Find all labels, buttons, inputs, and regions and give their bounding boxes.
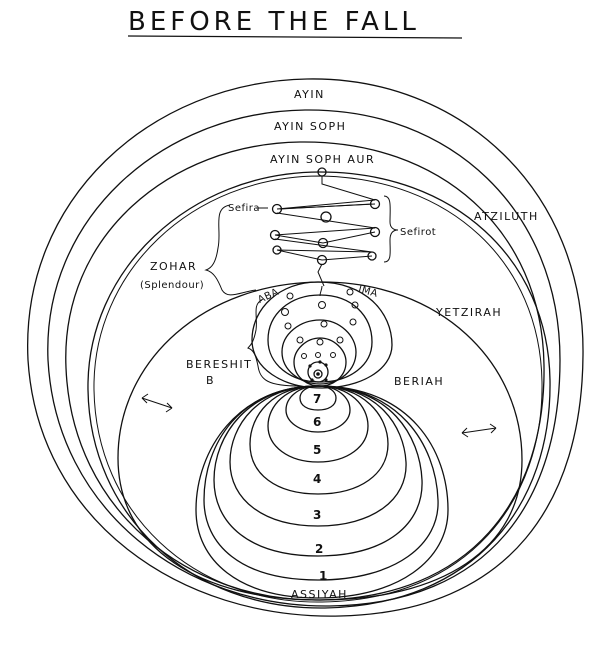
yetzirah-circle <box>117 281 523 601</box>
left-right-arrow-icon <box>461 423 497 438</box>
ayin-soph-loop <box>47 109 561 607</box>
level-4: 4 <box>313 472 321 486</box>
level-7: 7 <box>313 392 321 406</box>
bereshit-label: BERESHIT <box>186 358 252 371</box>
zohar-brace <box>204 204 257 296</box>
level-3: 3 <box>313 508 321 522</box>
atziluth-loop <box>87 171 551 609</box>
sefira-label: Sefira <box>228 203 260 214</box>
ayin-soph-label: AYIN SOPH <box>274 120 346 133</box>
assiyah-sphere <box>195 385 449 599</box>
bereshit-center <box>313 369 323 379</box>
sefirot-brace <box>383 195 399 263</box>
bereshit-core <box>307 361 329 383</box>
beriah-label: BERIAH <box>394 375 444 388</box>
atziluth-inner-loop <box>93 175 543 603</box>
sefira-node <box>317 237 329 249</box>
atziluth-label: ATZILUTH <box>474 210 539 223</box>
splendour-label: (Splendour) <box>140 280 204 291</box>
level-1: 1 <box>319 569 327 583</box>
sefira-node <box>320 211 332 223</box>
zohar-label: ZOHAR <box>150 260 197 273</box>
sefirot-label: Sefirot <box>400 227 436 238</box>
ayin-label: AYIN <box>294 88 325 101</box>
ayin-outer-loop <box>27 78 584 617</box>
yetzirah-label: YETZIRAH <box>435 306 502 319</box>
assiyah-label: ASSIYAH <box>291 588 348 601</box>
bereshit-brace <box>247 299 301 387</box>
level-5: 5 <box>313 443 321 457</box>
sefirot-tree <box>269 167 381 287</box>
ima-label: IMA <box>357 284 379 300</box>
bereshit-shape-3 <box>281 319 357 385</box>
ayin-soph-aur-loop <box>65 141 545 601</box>
bereshit-b-label: B <box>206 374 215 387</box>
left-right-arrow-icon <box>141 393 173 413</box>
ayin-soph-aur-label: AYIN SOPH AUR <box>270 153 375 166</box>
level-6: 6 <box>313 415 321 429</box>
title-underline <box>127 35 463 39</box>
sparks <box>281 288 359 382</box>
diagram-title: BEFORE THE FALL <box>128 7 420 37</box>
level-2: 2 <box>315 542 323 556</box>
bereshit-center-dot <box>316 372 320 376</box>
tree-connector <box>319 285 323 297</box>
beriah-outer-shape <box>251 281 393 389</box>
